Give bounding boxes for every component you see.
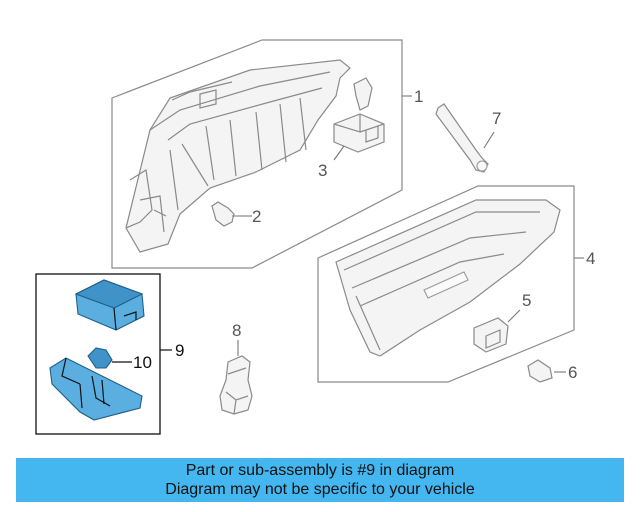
parts-diagram: 1 2 3 7 4 5 6 — [35, 39, 595, 435]
part-4-door-inner — [343, 211, 540, 351]
part-7-leader — [483, 131, 495, 149]
part-8-callout: 8 — [232, 321, 241, 340]
info-banner: Part or sub-assembly is #9 in diagram Di… — [16, 458, 624, 502]
part-3-latch-group: 3 — [318, 113, 385, 180]
part-4-callout: 4 — [586, 249, 595, 268]
part-9-lamp-lens-edge — [113, 307, 137, 331]
part-5-callout: 5 — [522, 291, 531, 310]
part-1-side-bracket — [125, 169, 167, 233]
part-5-lock — [473, 317, 509, 353]
part-7-callout: 7 — [492, 109, 501, 128]
part-9-socket — [49, 357, 143, 421]
part-9-group: 10 9 — [35, 273, 184, 435]
part-3-latch — [333, 113, 385, 153]
part-8-housing-group: 8 — [219, 321, 253, 415]
part-4-handle-slot — [423, 271, 469, 299]
part-9-lamp-lens-top — [74, 279, 144, 309]
part-4-door — [335, 199, 561, 357]
part-8-housing-detail — [225, 367, 249, 415]
part-10-bulb — [87, 347, 113, 369]
part-6-bumper-group: 6 — [527, 359, 577, 383]
part-1-callout: 1 — [414, 87, 423, 106]
banner-line-2: Diagram may not be specific to your vehi… — [165, 481, 475, 498]
part-3-latch-face — [333, 114, 385, 143]
part-5-leader — [507, 309, 521, 323]
part-9-socket-detail — [61, 357, 111, 409]
part-2-screw — [211, 201, 235, 227]
part-4-outline-box — [317, 185, 575, 383]
part-3-leader — [333, 145, 345, 161]
part-4-door-group: 4 — [317, 185, 595, 383]
part-1-top-lip — [171, 81, 233, 109]
part-1-outline-box — [111, 39, 403, 269]
part-2-callout: 2 — [252, 207, 261, 226]
part-9-callout: 9 — [175, 341, 184, 360]
part-2-screw-group: 2 — [211, 201, 261, 227]
part-7-damper-eye — [476, 160, 488, 172]
part-3-callout: 3 — [318, 161, 327, 180]
part-9-outline-box — [35, 273, 161, 435]
part-10-bulb-group: 10 — [87, 347, 152, 372]
part-8-housing — [219, 355, 253, 415]
part-10-callout: 10 — [133, 353, 152, 372]
part-1-frame-group: 1 — [111, 39, 423, 269]
part-5-lock-group: 5 — [473, 291, 531, 353]
part-5-lock-face — [485, 329, 501, 349]
part-6-bumper — [527, 359, 553, 383]
part-1-frame — [125, 59, 351, 253]
part-7-damper-group: 7 — [435, 103, 501, 173]
part-6-callout: 6 — [568, 363, 577, 382]
part-1-frame-inner — [149, 71, 331, 211]
banner-line-1: Part or sub-assembly is #9 in diagram — [185, 462, 455, 479]
part-1-clip — [353, 77, 373, 111]
